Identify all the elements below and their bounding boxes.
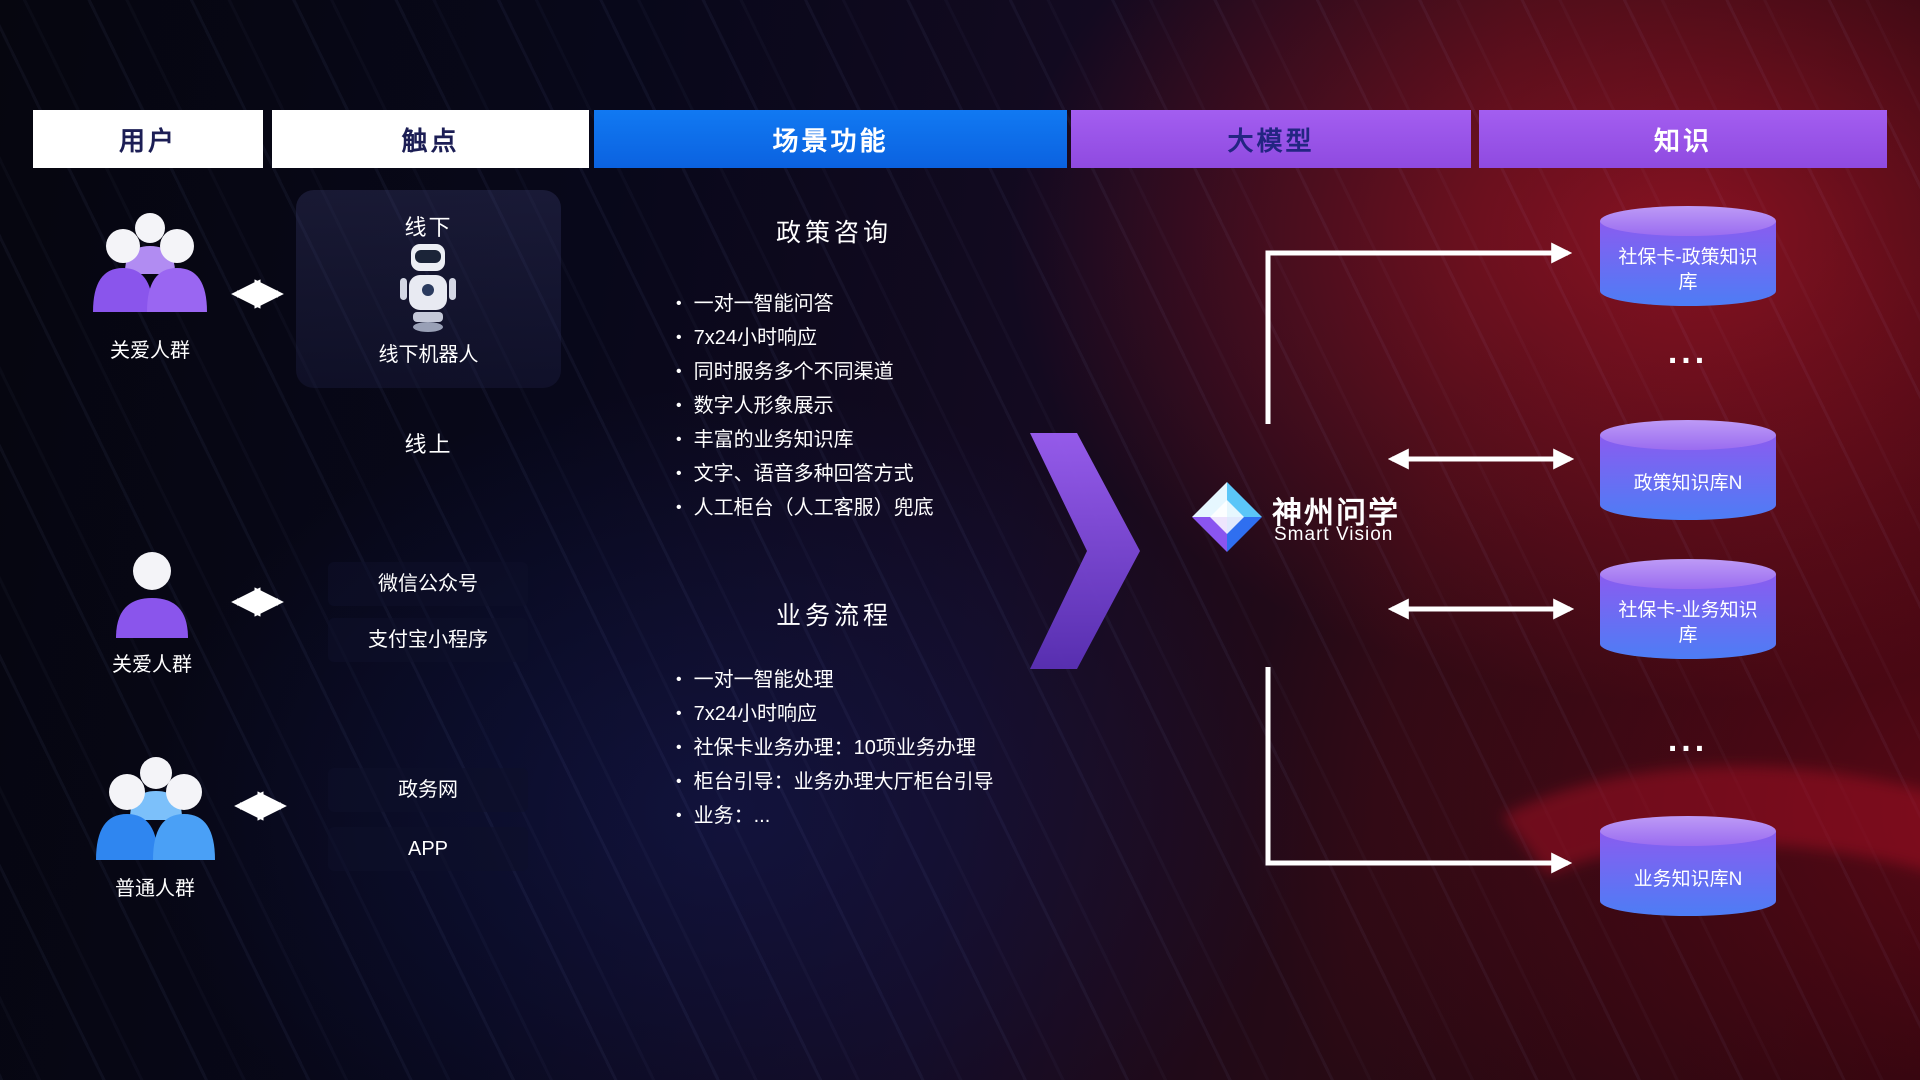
header-users-label: 用户	[118, 125, 177, 156]
header-model-label: 大模型	[1227, 125, 1315, 156]
database-icon	[1600, 559, 1776, 589]
knowledge-ellipsis: ...	[1667, 333, 1709, 371]
knowledge-db-label: 社保卡-政策知识库	[1618, 246, 1758, 293]
knowledge-db-label: 社保卡-业务知识库	[1618, 599, 1758, 646]
knowledge-db-policy-n: 政策知识库N	[1600, 420, 1776, 520]
scene-bullet-list-policy: 一对一智能问答 7x24小时响应 同时服务多个不同渠道 数字人形象展示 丰富的业…	[676, 288, 934, 526]
model-knowledge-arrow-up	[1265, 242, 1573, 424]
database-icon	[1600, 816, 1776, 846]
people-group-icon	[85, 208, 215, 321]
scene-bullet: 同时服务多个不同渠道	[676, 356, 934, 390]
scene-bullet: 人工柜台（人工客服）兜底	[676, 492, 934, 526]
scene-bullet: 7x24小时响应	[676, 698, 994, 732]
header-touchpoints-label: 触点	[401, 125, 460, 156]
offline-device-label: 线下机器人	[378, 344, 479, 366]
channel-app: APP	[328, 827, 528, 871]
knowledge-db-policy-sscard: 社保卡-政策知识库	[1600, 206, 1776, 306]
header-model: 大模型	[1071, 110, 1471, 168]
header-scenes: 场景功能	[594, 110, 1067, 168]
database-icon	[1600, 420, 1776, 450]
scene-bullet: 数字人形象展示	[676, 390, 934, 424]
person-icon	[110, 548, 194, 645]
user-group-label: 关爱人群	[110, 340, 190, 362]
header-touchpoints: 触点	[272, 110, 589, 168]
knowledge-ellipsis: ...	[1667, 721, 1709, 759]
scene-bullet-list-business: 一对一智能处理 7x24小时响应 社保卡业务办理：10项业务办理 柜台引导：业务…	[676, 664, 994, 834]
scene-bullet: 一对一智能处理	[676, 664, 994, 698]
knowledge-db-business-n: 业务知识库N	[1600, 816, 1776, 916]
scene-bullet: 柜台引导：业务办理大厅柜台引导	[676, 766, 994, 800]
channel-label: 支付宝小程序	[368, 629, 488, 651]
channel-label: 政务网	[398, 779, 458, 801]
header-knowledge: 知识	[1479, 110, 1887, 168]
channel-label: 微信公众号	[378, 573, 478, 595]
knowledge-db-label: 业务知识库N	[1633, 869, 1743, 891]
channel-wechat: 微信公众号	[328, 562, 528, 606]
diamond-logo-icon	[1190, 480, 1264, 559]
scene-bullet: 7x24小时响应	[676, 322, 934, 356]
header-knowledge-label: 知识	[1653, 125, 1712, 156]
scene-title-policy: 政策咨询	[775, 219, 892, 247]
channel-alipay: 支付宝小程序	[328, 618, 528, 662]
knowledge-db-business-sscard: 社保卡-业务知识库	[1600, 559, 1776, 659]
scene-bullet: 社保卡业务办理：10项业务办理	[676, 732, 994, 766]
header-users: 用户	[33, 110, 263, 168]
channel-label: APP	[407, 838, 449, 860]
offline-touchpoint-card: 线下 线下机器人	[296, 190, 561, 388]
scene-bullet: 文字、语音多种回答方式	[676, 458, 934, 492]
robot-icon	[393, 238, 463, 339]
online-title: 线上	[404, 432, 453, 457]
model-name: 神州问学	[1272, 497, 1400, 530]
model-subtitle: Smart Vision	[1274, 524, 1394, 545]
user-group-label: 普通人群	[115, 878, 195, 900]
header-scenes-label: 场景功能	[772, 125, 889, 156]
user-group-label: 关爱人群	[112, 654, 192, 676]
knowledge-db-label: 政策知识库N	[1633, 473, 1743, 495]
scene-bullet: 一对一智能问答	[676, 288, 934, 322]
flow-arrow-icon	[1030, 433, 1140, 674]
scene-title-business: 业务流程	[775, 602, 892, 630]
scene-bullet: 业务：...	[676, 800, 994, 834]
channel-govnet: 政务网	[328, 768, 528, 812]
scene-bullet: 丰富的业务知识库	[676, 424, 934, 458]
people-group-icon	[88, 752, 223, 869]
database-icon	[1600, 206, 1776, 236]
offline-title: 线下	[404, 215, 453, 240]
